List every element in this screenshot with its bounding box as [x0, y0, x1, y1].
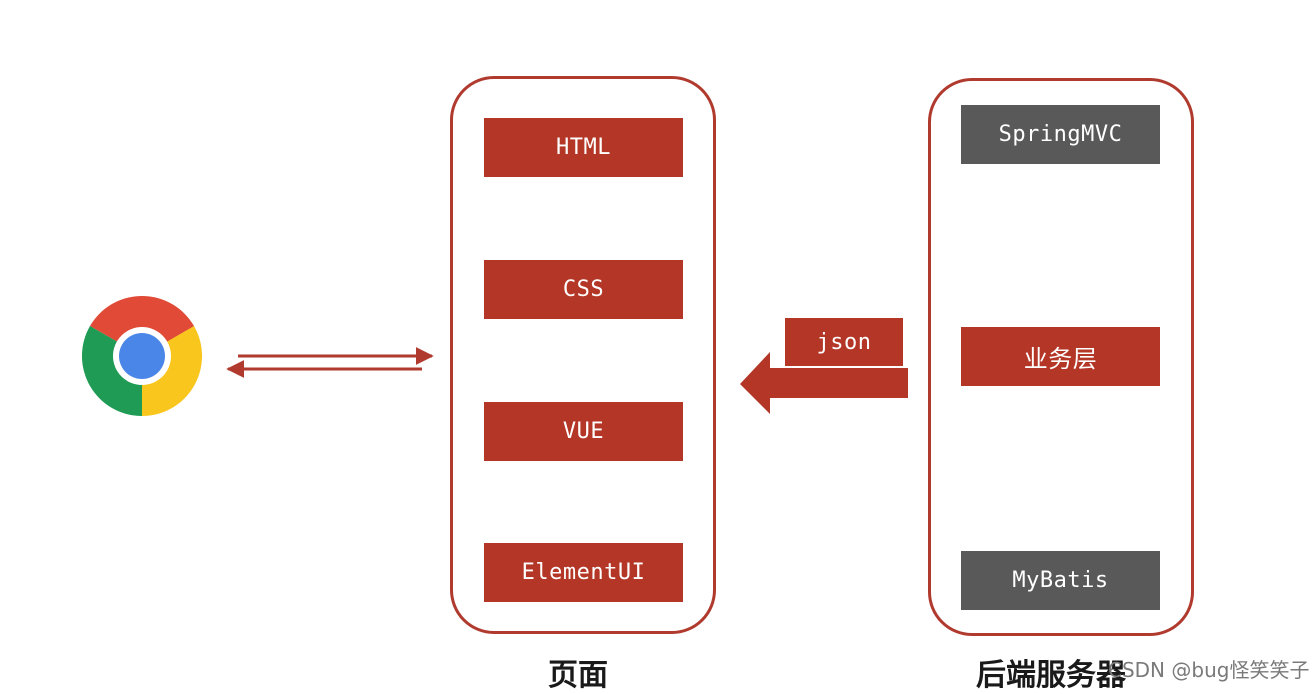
backend-mybatis: MyBatis	[961, 551, 1160, 610]
backend-springmvc: SpringMVC	[961, 105, 1160, 164]
frontend-item-html: HTML	[484, 118, 683, 177]
frontend-caption: 页面	[548, 658, 608, 693]
frontend-item-vue: VUE	[484, 402, 683, 461]
backend-caption: 后端服务器	[976, 658, 1126, 693]
frontend-item-css: CSS	[484, 260, 683, 319]
frontend-item-elementui: ElementUI	[484, 543, 683, 602]
watermark: CSDN @bug怪笑笑子	[1108, 658, 1310, 682]
backend-service-layer: 业务层	[961, 327, 1160, 386]
json-label: json	[785, 318, 903, 366]
